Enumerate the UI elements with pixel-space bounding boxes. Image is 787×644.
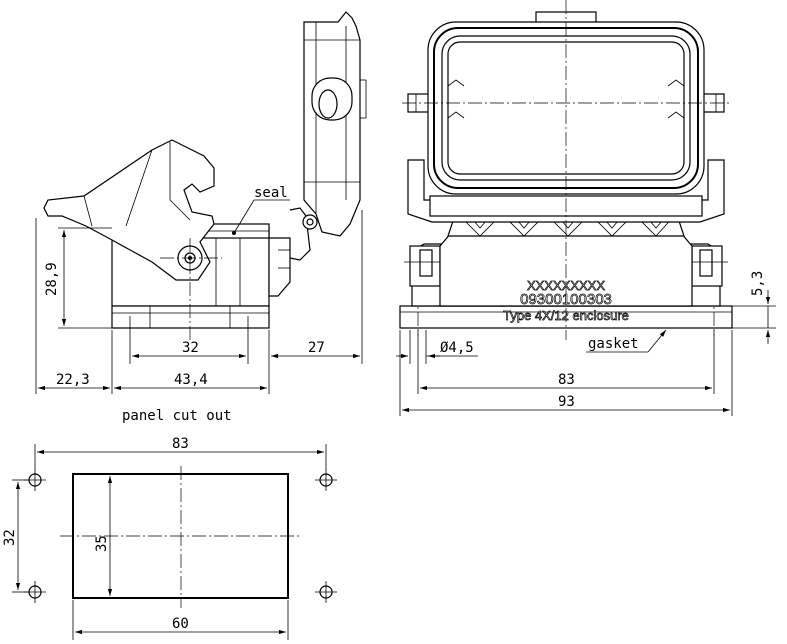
dim-cut-35: 35 — [94, 535, 110, 552]
dim-27: 27 — [308, 340, 325, 356]
front-view: XXXXXXXXX 09300100303 Type 4X/12 enclosu… — [396, 0, 776, 416]
mount-hole-tr — [315, 469, 337, 491]
side-view: seal 28,9 — [35, 11, 367, 394]
dim-cut-32: 32 — [2, 529, 18, 546]
dim-cut-83: 83 — [172, 436, 189, 452]
seal-leader — [233, 199, 255, 234]
dim-hole: Ø4,5 — [440, 340, 474, 356]
dim-front-83: 83 — [558, 372, 575, 388]
cover-knob — [311, 77, 353, 121]
dim-43-4: 43,4 — [174, 372, 208, 388]
side-hinge — [268, 237, 291, 297]
dim-28-9: 28,9 — [44, 262, 60, 296]
seal-label: seal — [254, 185, 288, 201]
gasket-label: gasket — [588, 336, 639, 352]
marking-line-2: 09300100303 — [520, 291, 612, 308]
dim-22-3: 22,3 — [56, 372, 90, 388]
dim-side-32: 32 — [182, 340, 199, 356]
dim-front-93: 93 — [558, 394, 575, 410]
marking-line-1: XXXXXXXXX — [527, 278, 605, 293]
front-cover-window — [447, 41, 685, 175]
side-base-flange — [111, 305, 270, 329]
open-cover — [303, 11, 361, 237]
mount-hole-br — [315, 581, 337, 603]
panel-cutout-view: panel cut out 83 — [2, 408, 337, 640]
dim-5-3: 5,3 — [750, 271, 766, 296]
dim-cut-60: 60 — [172, 616, 189, 632]
marking-line-3: Type 4X/12 enclosure — [503, 308, 629, 323]
panel-cutout-title: panel cut out — [122, 408, 232, 424]
locking-lever — [43, 139, 215, 281]
